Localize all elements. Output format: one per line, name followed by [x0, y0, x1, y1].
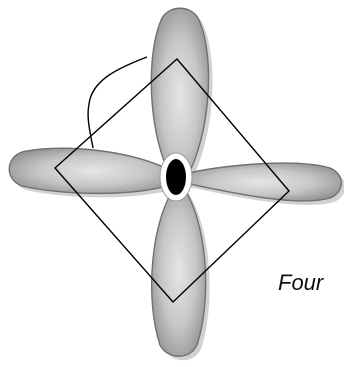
bottom-petal [152, 184, 206, 356]
hub-dot [166, 159, 186, 195]
propeller-hub [160, 153, 192, 201]
right-petal [180, 163, 341, 201]
caption-text: Four [278, 270, 323, 296]
left-petal [9, 148, 178, 193]
connector-curve [88, 57, 147, 148]
